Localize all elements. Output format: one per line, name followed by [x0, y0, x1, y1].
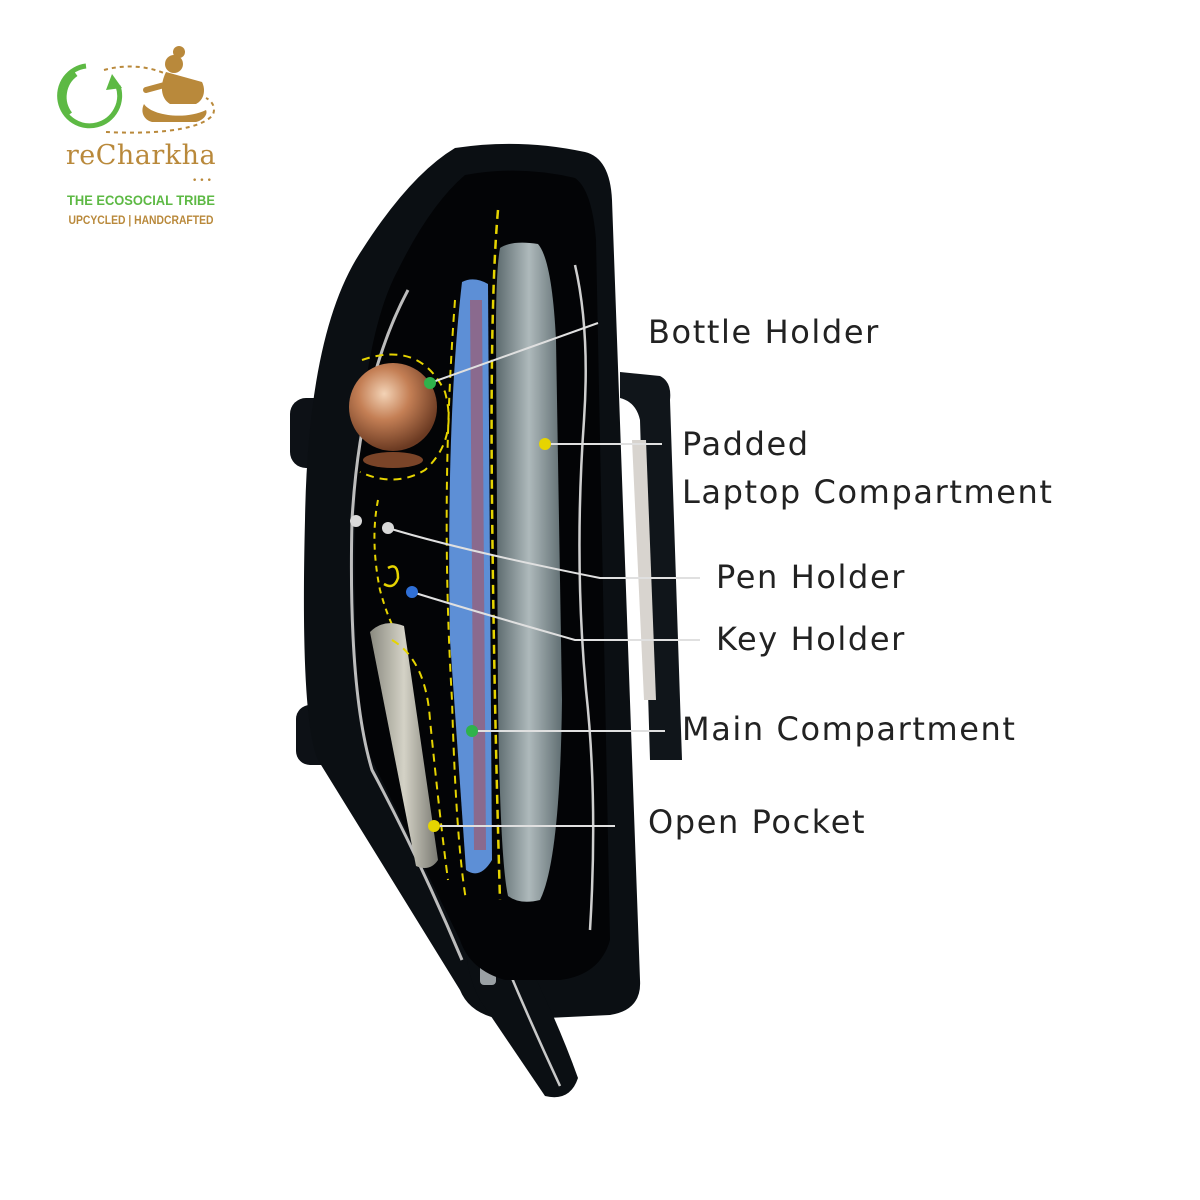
marker-bottle-holder [424, 377, 436, 389]
bottle [349, 363, 437, 451]
marker-pen-holder-a [350, 515, 362, 527]
key-ring-icon [383, 565, 400, 588]
recharkha-logo-icon [57, 46, 215, 134]
laptop [496, 242, 562, 902]
label-pen-holder: Pen Holder [716, 558, 906, 596]
label-main-compartment: Main Compartment [682, 710, 1017, 748]
label-key-holder: Key Holder [716, 620, 906, 658]
brand-subtagline: UPCYCLED | HANDCRAFTED [68, 215, 214, 227]
label-padded: Padded [682, 425, 810, 463]
brand-tagline: THE ECOSOCIAL TRIBE [67, 192, 215, 208]
marker-padded-laptop [539, 438, 551, 450]
brand-logo: reCharkha ••• THE ECOSOCIAL TRIBE UPCYCL… [56, 44, 226, 244]
brand-name: reCharkha [65, 140, 217, 171]
label-open-pocket: Open Pocket [648, 803, 867, 841]
marker-open-pocket [428, 820, 440, 832]
marker-main-compartment [466, 725, 478, 737]
label-laptop-compartment: Laptop Compartment [682, 473, 1054, 511]
right-handle [620, 372, 682, 760]
brand-dots: ••• [192, 176, 214, 186]
label-bottle-holder: Bottle Holder [648, 313, 880, 351]
notebook [370, 623, 438, 868]
marker-pen-holder-b [382, 522, 394, 534]
marker-key-holder [406, 586, 418, 598]
